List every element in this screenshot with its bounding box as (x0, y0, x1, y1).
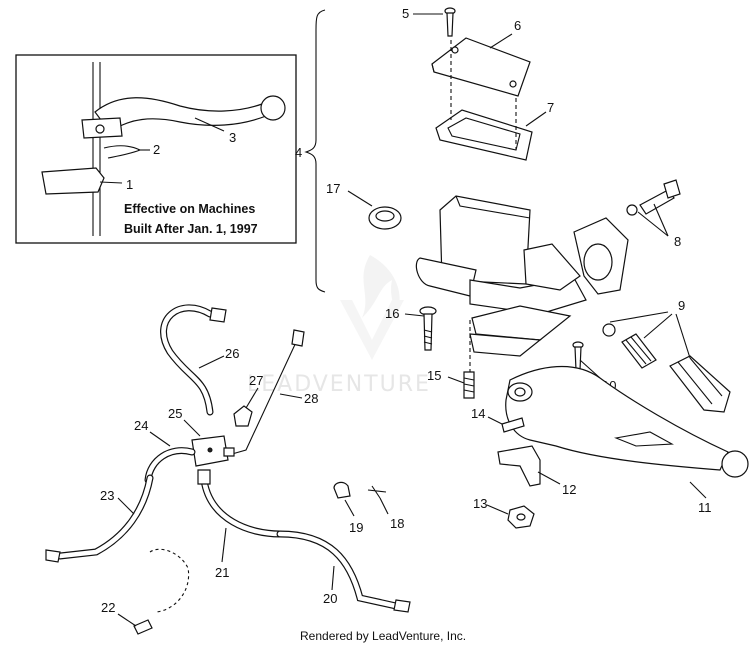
callout-9: 9 (678, 298, 685, 313)
watermark-logo (340, 255, 404, 360)
footer-credit: Rendered by LeadVenture, Inc. (300, 629, 466, 643)
screw-part-16 (419, 306, 437, 351)
callout-15: 15 (427, 368, 441, 383)
callout-26: 26 (225, 346, 239, 361)
clip-part-19 (333, 481, 351, 499)
junction-block-part-25 (191, 435, 235, 467)
washer-part-17 (368, 206, 402, 230)
fitting-part-27 (233, 405, 253, 427)
reservoir-cover-part-6 (431, 37, 531, 97)
callout-8: 8 (674, 234, 681, 249)
callout-18: 18 (390, 516, 404, 531)
frame-outline (149, 548, 190, 613)
callout-12: 12 (562, 482, 576, 497)
callout-3: 3 (229, 130, 236, 145)
callout-11: 11 (698, 500, 712, 515)
lever-ball-end (260, 95, 286, 121)
callout-23: 23 (100, 488, 114, 503)
nut-part-13 (507, 505, 535, 529)
callout-19: 19 (349, 520, 363, 535)
clip-part-18 (367, 485, 387, 499)
callout-17: 17 (326, 181, 340, 196)
bolt-part-22 (133, 619, 153, 635)
clamp-part-8 (573, 179, 681, 295)
callout-5: 5 (402, 6, 409, 21)
callout-21: 21 (215, 565, 229, 580)
brake-line-part-28 (231, 329, 305, 455)
screw-part-5 (444, 7, 456, 37)
callout-1: 1 (126, 177, 133, 192)
inset-panel: 3 2 1 Effective on Machines Built After … (15, 54, 297, 244)
set-screw-part-14 (501, 417, 525, 433)
piston-kit-part-9 (602, 323, 731, 413)
inset-note-line2: Built After Jan. 1, 1997 (124, 222, 258, 236)
hose-part-20 (276, 530, 411, 613)
gasket-part-7 (435, 109, 533, 161)
hose-part-23 (45, 474, 154, 563)
inset-note-line1: Effective on Machines (124, 202, 255, 216)
callout-27: 27 (249, 373, 263, 388)
adjuster-part-12 (497, 445, 541, 487)
watermark-text: LEADVENTURE (247, 372, 431, 397)
callout-22: 22 (101, 600, 115, 615)
master-cylinder-body (415, 195, 587, 357)
callout-25: 25 (168, 406, 182, 421)
hose-part-24 (144, 447, 196, 484)
callout-6: 6 (514, 18, 521, 33)
callout-7: 7 (547, 100, 554, 115)
pin-part-10 (572, 341, 584, 371)
callout-13: 13 (473, 496, 487, 511)
block-part-1 (41, 167, 105, 195)
hose-part-26 (160, 304, 227, 416)
hose-part-21 (197, 469, 284, 538)
callout-4: 4 (295, 145, 302, 160)
callout-20: 20 (323, 591, 337, 606)
callout-28: 28 (304, 391, 318, 406)
brake-lever-part-11 (505, 366, 749, 478)
bolt-part-15 (463, 371, 475, 399)
callout-2: 2 (153, 142, 160, 157)
callout-16: 16 (385, 306, 399, 321)
callout-24: 24 (134, 418, 148, 433)
callout-14: 14 (471, 406, 485, 421)
assembly-brace (304, 9, 326, 293)
spring-part-2 (103, 145, 142, 159)
